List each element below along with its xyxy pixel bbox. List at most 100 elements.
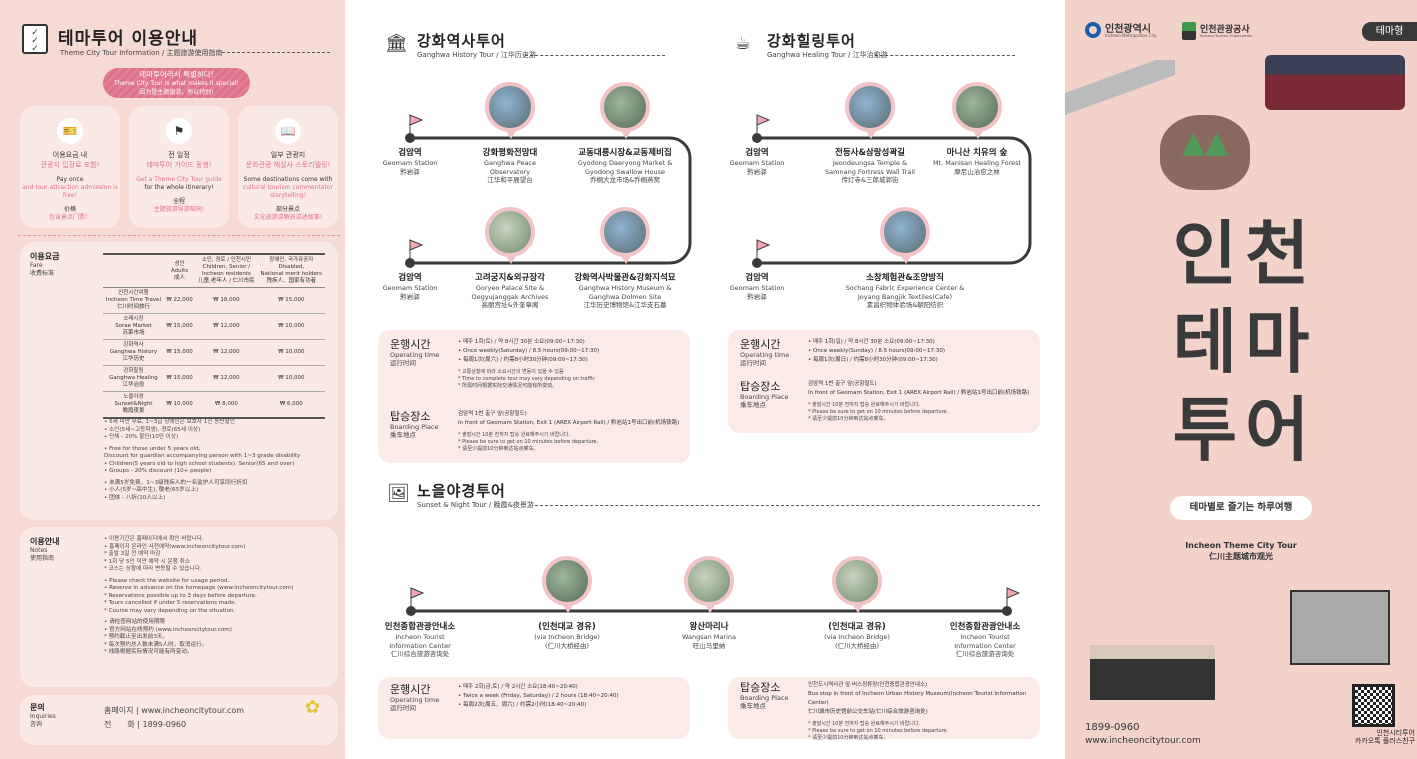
reader-icon: 📖 bbox=[275, 118, 301, 144]
info-line: In front of Geomam Station, Exit 1 (AREX… bbox=[808, 390, 1030, 396]
info-line: 仁川城市历史馆前公交车站(仁川综合旅游咨询处) bbox=[808, 709, 928, 715]
stop-name-ko: 검암역 bbox=[745, 148, 769, 158]
tree-icon: ✿ bbox=[305, 697, 321, 718]
cover-website-link[interactable]: www.incheoncitytour.com bbox=[1085, 736, 1201, 746]
inquiries-phone: 전 화 | 1899-0960 bbox=[104, 720, 187, 729]
usage-note: * Course may vary depending on the situa… bbox=[104, 607, 236, 614]
stop-name-zh: 黔岩驿 bbox=[400, 167, 420, 176]
info-line: • 每周1次(周日) / 约需8小时30分钟(09:00~17:30) bbox=[808, 357, 938, 363]
stop-name-zh: (仁川大桥经由) bbox=[834, 641, 880, 650]
fare-cell: 노을야경 Sunset&Night 晚霞夜景 bbox=[103, 391, 164, 419]
qr-code[interactable] bbox=[1352, 684, 1395, 727]
feature-en1: Some destinations come with bbox=[243, 176, 333, 183]
usage-note: • 官方网站在线预约 (www.incheoncitytour.com) bbox=[104, 626, 232, 633]
notes-label-zh: 使用指南 bbox=[30, 555, 55, 562]
stop-name-zh: 高丽宫址&外奎章阁 bbox=[481, 301, 539, 309]
stop-name-ko: 마니산 치유의 숲 bbox=[946, 148, 1008, 158]
info-note: * 교통상황에 따라 소요시간의 변동이 있을 수 있음 bbox=[458, 369, 564, 375]
inquiries-website-link[interactable]: 홈페이지 | www.incheoncitytour.com bbox=[104, 706, 245, 715]
spacer bbox=[104, 502, 334, 506]
usage-note: • Please check the website for usage per… bbox=[104, 577, 230, 584]
coffee-cup-icon: ☕ bbox=[735, 33, 752, 54]
qr-caption-2: 카카오톡 플러스친구 bbox=[1354, 737, 1415, 745]
fare-note: 소인(5세~고등학생), 경로(65세 이상) bbox=[104, 427, 334, 435]
stop-photo-bubble bbox=[832, 556, 882, 613]
stop-photo-bubble bbox=[485, 82, 535, 139]
feature-en2: for the whole itinerary! bbox=[144, 184, 214, 191]
stop-name-zh: 素昌织物体验场&朝阳纺织 bbox=[866, 301, 944, 309]
bridge-illustration bbox=[1065, 60, 1175, 130]
feature-card-admission: 🎫 이용요금 내 관광지 입장료 포함! Pay once and tour a… bbox=[20, 106, 120, 228]
feature-zh1: 全程 bbox=[172, 198, 185, 205]
stop-name-ko: 강화역사박물관&강화지석묘 bbox=[574, 273, 676, 283]
fare-cell: 강화힐링 Ganghwa Healing 江华治愈 bbox=[103, 365, 164, 392]
info-note: * 출발시간 10분 전까지 탑승 완료해주시기 바랍니다. bbox=[808, 402, 920, 408]
fare-note: 小人(5岁~高中生), 敬老(65岁以上) bbox=[104, 487, 334, 495]
usage-notes: • 이용기간은 홈페이지에서 확인 바랍니다.• 홈페이지 온라인 사전예약(w… bbox=[104, 536, 334, 661]
usage-note: * 출발 3일 전 예약 마감 bbox=[104, 551, 161, 557]
fare-header: 성인 Adults 成人 bbox=[163, 254, 196, 288]
info-line: Bus stop in front of Incheon Urban Histo… bbox=[808, 691, 1027, 706]
info-note: * 请至少提前10分钟到达站点乘车。 bbox=[808, 416, 889, 422]
notes-label-ko: 이용안내 bbox=[30, 537, 60, 546]
info-note: * Please be sure to get on 10 minutes be… bbox=[808, 409, 949, 415]
stop-name-en: Geomam Station bbox=[729, 284, 785, 292]
fare-cell: 인천시간여행 Incheon Time Travel 仁川时间旅行 bbox=[103, 287, 164, 314]
flag-icon bbox=[756, 114, 771, 133]
cover-title-line3: 투어 bbox=[1172, 389, 1318, 471]
feature-ko1: 전 일정 bbox=[168, 151, 190, 159]
stop-name-ko: 교동대룡시장&교동제비집 bbox=[578, 148, 672, 158]
info-line: 검암역 1번 출구 앞(공항철도) bbox=[808, 381, 877, 387]
feature-ko2: 문화관광 해설사 스토리텔링! bbox=[245, 161, 331, 169]
spacer bbox=[104, 657, 334, 661]
forest-illustration: ▲▲ bbox=[1160, 115, 1250, 190]
start-dot bbox=[752, 133, 762, 143]
fare-label-en: Fare bbox=[30, 262, 43, 269]
page-title: 테마투어 이용안내 bbox=[58, 29, 199, 49]
info-note: * 출발시간 10분 전까지 탑승 완료해주시기 바랍니다. bbox=[458, 432, 570, 438]
fare-cell: ₩ 15,000 bbox=[163, 339, 196, 366]
feature-card-storytelling: 📖 일부 관광지 문화관광 해설사 스토리텔링! Some destinatio… bbox=[238, 106, 338, 228]
tourism-org-logo-icon bbox=[1182, 22, 1196, 40]
fare-note: Free for those under 5 years old, Discou… bbox=[104, 446, 334, 461]
cover-title-line1: 인천 bbox=[1172, 213, 1318, 295]
stop-name-ko: 전등사&삼랑성곽길 bbox=[835, 148, 905, 158]
fare-cell: ₩ 18,000 bbox=[195, 287, 258, 314]
fare-label: 이용요금 Fare 收费标准 bbox=[30, 252, 59, 278]
feature-en2: and tour attraction admission is free! bbox=[22, 184, 118, 199]
stop-name-en: Jeondeungsa Temple & Samnang Fortress Wa… bbox=[825, 159, 915, 176]
fare-note: Children(5 years old to high school stud… bbox=[104, 461, 334, 469]
sunset-tour-title: 노을야경투어 bbox=[417, 482, 506, 500]
cover-subtitle-en: Incheon Theme City Tour bbox=[1185, 541, 1297, 550]
inquiries-card: 문의 Inquiries 咨询 홈페이지 | www.incheoncityto… bbox=[20, 695, 338, 745]
photo-icon: 🖼 bbox=[387, 483, 410, 504]
fare-row: 강화힐링 Ganghwa Healing 江华治愈₩ 15,000₩ 12,00… bbox=[103, 365, 325, 392]
fare-header bbox=[103, 254, 164, 288]
fare-note: 5세 미만 무료, 1~3급 장애인은 보호자 1인 동반할인 bbox=[104, 419, 334, 427]
info-heading-en: Operating time bbox=[390, 696, 440, 704]
feature-zh2: 包含景点门票！ bbox=[48, 214, 91, 221]
fare-cell: ₩ 10,000 bbox=[257, 365, 325, 392]
info-heading-en: Boarding Place bbox=[740, 393, 789, 401]
stop-name-zh: (仁川大桥经由) bbox=[544, 641, 590, 650]
info-line: • 매주 1회(일) / 약 8시간 30분 소요(09:00~17:30) bbox=[808, 339, 935, 345]
info-line: • 매주 2회(금,토) / 약 2시간 소요(18:40~20:40) bbox=[458, 684, 578, 690]
feature-ko2: 관광지 입장료 포함! bbox=[40, 161, 100, 169]
divider bbox=[525, 55, 665, 56]
info-lines: • 매주 2회(금,토) / 약 2시간 소요(18:40~20:40)• Tw… bbox=[458, 683, 619, 710]
cover-title-line2: 테마 bbox=[1172, 301, 1318, 383]
building-illustration bbox=[1290, 590, 1390, 665]
